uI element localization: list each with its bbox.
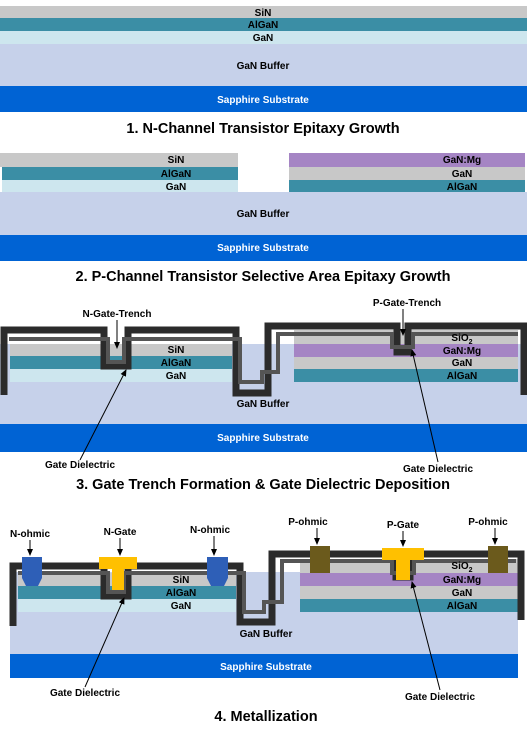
step2-n-algan-label: AlGaN — [161, 169, 192, 180]
step4-p-gan-layer — [300, 586, 518, 599]
step4-n-ohmic-right-contact — [207, 557, 228, 586]
sio2-subscript: 2 — [469, 339, 473, 346]
step2-n-algan-layer — [2, 167, 238, 180]
step1-buffer-layer — [0, 44, 527, 86]
step4-n-ohmic-right-annotation: N-ohmic — [190, 525, 230, 536]
sio2-text: SiO — [451, 333, 468, 344]
step3-p-gate-dielectric-annotation: Gate Dielectric — [403, 464, 473, 475]
step4-p-gan-label: GaN — [452, 588, 473, 599]
step2-n-gan-label: GaN — [166, 182, 187, 193]
step3-n-gate-dielectric-annotation: Gate Dielectric — [45, 460, 115, 471]
step2-p-ganmg-label: GaN:Mg — [443, 155, 481, 166]
step4-p-ohmic-left-annotation: P-ohmic — [288, 517, 328, 528]
step2-n-sin-label: SiN — [168, 155, 185, 166]
step4-p-algan-layer — [300, 599, 518, 612]
step2-sapphire-label: Sapphire Substrate — [217, 243, 309, 254]
step1-buffer-label: GaN Buffer — [237, 61, 290, 72]
step1-sapphire-layer — [0, 86, 527, 112]
step2-sapphire-layer — [0, 235, 527, 261]
step4-n-gate-dielectric-arrow — [84, 597, 125, 688]
step1-algan-layer — [0, 18, 527, 31]
step4-p-ganmg-label: GaN:Mg — [443, 575, 481, 586]
step-1-diagram: SiN AlGaN GaN GaN Buffer Sapphire Substr… — [0, 6, 527, 137]
step3-dielectric-outer — [0, 322, 527, 397]
step1-sin-label: SiN — [255, 8, 272, 19]
step4-sapphire-label: Sapphire Substrate — [220, 662, 312, 673]
step3-caption: 3. Gate Trench Formation & Gate Dielectr… — [76, 477, 450, 493]
step1-gan-layer — [0, 31, 527, 44]
step4-p-gate-dielectric-arrow — [410, 581, 441, 691]
step2-n-gan-layer — [2, 180, 238, 192]
step1-gan-label: GaN — [253, 33, 274, 44]
step2-p-algan-label: AlGaN — [447, 182, 478, 193]
step4-p-gate-dielectric-annotation: Gate Dielectric — [405, 692, 475, 703]
step3-p-sio2-label: SiO2 — [451, 333, 472, 346]
step1-algan-label: AlGaN — [248, 20, 279, 31]
step3-n-sin-label: SiN — [168, 345, 185, 356]
step4-p-gate-annotation: P-Gate — [387, 520, 420, 531]
step3-p-ganmg-label: GaN:Mg — [443, 346, 481, 357]
step4-p-ohmic-right-contact — [488, 546, 508, 573]
step2-p-ganmg-layer — [289, 153, 525, 167]
step4-n-gate-dielectric-annotation: Gate Dielectric — [50, 688, 120, 699]
step2-caption: 2. P-Channel Transistor Selective Area E… — [76, 269, 451, 285]
step-4-diagram: SiN AlGaN GaN SiO2 GaN:Mg GaN AlGaN GaN … — [9, 517, 525, 725]
step2-p-gan-label: GaN — [452, 169, 473, 180]
step3-sapphire-layer — [0, 424, 527, 452]
step4-n-gate-contact — [99, 557, 137, 590]
step4-p-gate-contact — [382, 548, 424, 580]
step1-sin-layer — [0, 6, 527, 18]
step4-caption: 4. Metallization — [214, 709, 317, 725]
step4-p-ohmic-right-annotation: P-ohmic — [468, 517, 508, 528]
step4-n-gan-label: GaN — [171, 601, 192, 612]
step3-dielectric-inner — [9, 332, 518, 384]
step1-sapphire-label: Sapphire Substrate — [217, 95, 309, 106]
step4-n-gan-layer — [18, 599, 236, 612]
step3-buffer-label: GaN Buffer — [237, 399, 290, 410]
step4-n-ohmic-left-annotation: N-ohmic — [10, 529, 50, 540]
step2-p-algan-layer — [289, 180, 525, 192]
step3-p-gan-layer — [294, 357, 518, 369]
step2-p-gan-layer — [289, 167, 525, 180]
sio2-subscript: 2 — [469, 567, 473, 574]
step3-p-gan-label: GaN — [452, 358, 473, 369]
step2-buffer-label: GaN Buffer — [237, 209, 290, 220]
step2-buffer-layer — [0, 192, 527, 235]
step4-n-algan-label: AlGaN — [166, 588, 197, 599]
step4-n-ohmic-left-contact — [22, 557, 42, 586]
step4-p-algan-label: AlGaN — [447, 601, 478, 612]
step3-n-gan-label: GaN — [166, 371, 187, 382]
step3-n-gate-trench-annotation: N-Gate-Trench — [83, 309, 152, 320]
step3-p-algan-label: AlGaN — [447, 371, 478, 382]
step4-buffer-label: GaN Buffer — [240, 629, 293, 640]
sio2-text: SiO — [451, 561, 468, 572]
step3-n-sin-layer — [10, 344, 232, 356]
step3-p-gate-trench-annotation: P-Gate-Trench — [373, 298, 441, 309]
step3-n-gate-dielectric-arrow — [79, 369, 127, 461]
step4-n-gate-annotation: N-Gate — [104, 527, 137, 538]
step-2-diagram: SiN AlGaN GaN GaN:Mg GaN AlGaN GaN Buffe… — [0, 153, 527, 285]
step3-sapphire-label: Sapphire Substrate — [217, 433, 309, 444]
step4-n-sin-label: SiN — [173, 575, 190, 586]
step2-n-sin-layer — [0, 153, 238, 167]
step-3-diagram: SiN AlGaN GaN SiO2 GaN:Mg GaN AlGaN GaN … — [0, 298, 527, 493]
step4-p-sio2-label: SiO2 — [451, 561, 472, 574]
step3-n-algan-label: AlGaN — [161, 358, 192, 369]
step1-caption: 1. N-Channel Transistor Epitaxy Growth — [126, 121, 399, 137]
step4-p-ohmic-left-contact — [310, 546, 330, 573]
step3-p-gate-dielectric-arrow — [410, 349, 439, 463]
step3-p-algan-layer — [294, 369, 518, 382]
